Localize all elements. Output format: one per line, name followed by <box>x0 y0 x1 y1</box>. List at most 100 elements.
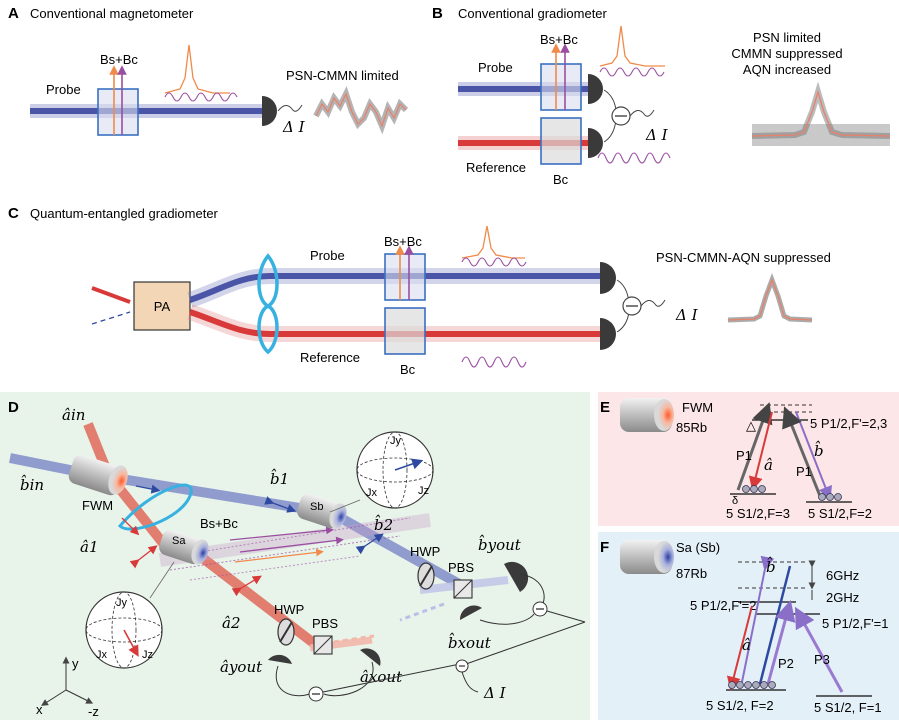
signal-trace-a <box>315 92 407 128</box>
noise-spectrum-b-probe <box>599 67 665 77</box>
reference-label-c: Reference <box>300 350 360 365</box>
signal-trace-c <box>727 278 813 321</box>
panel-a-title: Conventional magnetometer <box>30 6 194 21</box>
delta-label-e: △ <box>746 418 756 433</box>
result-line-b-1: PSN limited <box>753 30 821 45</box>
panel-d-background <box>0 392 590 720</box>
panel-c-letter: C <box>8 205 19 222</box>
ground-right-label-f: 5 S1/2, F=1 <box>814 700 882 715</box>
sa-label: Sa <box>172 535 186 547</box>
sb-label: Sb <box>310 501 323 513</box>
cell-box-c-probe <box>384 253 426 301</box>
panel-c: C Quantum-entangled gradiometer PA Probe… <box>8 205 831 377</box>
axis-z-label: -z <box>88 704 99 719</box>
jy-label-b: Jy <box>390 435 402 447</box>
isotope-label-e: 85Rb <box>676 420 707 435</box>
bx-out-label: b̂xout <box>448 633 492 652</box>
probe-label-b: Probe <box>478 60 513 75</box>
signal-spectrum-b <box>599 25 665 67</box>
probe-beam-c <box>189 273 600 303</box>
detector-c-probe <box>600 262 616 294</box>
p3-arrow-f <box>794 606 844 693</box>
a2-label: â2 <box>222 614 241 632</box>
probe-label-a: Probe <box>46 82 81 97</box>
pump-arrow-e-left <box>736 402 773 491</box>
p1-left-label-e: P1 <box>736 448 752 463</box>
sa-cell-face <box>191 539 209 565</box>
detector-ax <box>360 648 381 666</box>
ground-right-label-e: 5 S1/2,F=2 <box>808 506 872 521</box>
b-hat-arrow-f <box>741 555 775 683</box>
panel-b-letter: B <box>432 5 443 22</box>
pa-box <box>133 281 191 331</box>
p1-right-label-e: P1 <box>796 464 812 479</box>
a1-label: â1 <box>80 538 99 556</box>
hwp-b <box>417 562 435 590</box>
ax-out-label: âxout <box>360 668 403 686</box>
ghz6-label: 6GHz <box>826 568 859 583</box>
b2-beam <box>327 507 473 595</box>
field-label-d: Bs+Bc <box>200 516 238 531</box>
probe-beam-b <box>458 86 588 92</box>
bloch-sphere-b <box>356 431 434 509</box>
pump-input-beam-c <box>91 286 131 304</box>
field-label-a: Bs+Bc <box>100 52 138 67</box>
delta-small-label-e: δ <box>732 495 738 507</box>
wire-d-7 <box>465 621 586 665</box>
ground-left-label-f: 5 S1/2, F=2 <box>706 698 774 713</box>
fwm-cell-face <box>108 465 128 495</box>
detector-ay <box>268 654 292 664</box>
delta-i-label-a: Δ I <box>282 118 306 136</box>
delta-i-label-d: Δ I <box>483 684 507 702</box>
subtractor-wire-c <box>640 299 666 307</box>
field-arrow-d-2 <box>239 536 344 553</box>
a-hat-arrow-f <box>726 605 753 691</box>
a2-beam <box>196 552 324 652</box>
b-hat-label-e: b̂ <box>814 441 824 460</box>
detector-b-reference <box>588 128 603 158</box>
a-hat-label-e: â <box>764 456 773 474</box>
entanglement-loop-c <box>257 253 279 355</box>
ghz2-label: 2GHz <box>826 590 859 605</box>
bloch-leader-b <box>329 499 361 513</box>
panel-e: E FWM 85Rb △ 5 P1/2,F'=2,3 P1 â b̂ P1 δ … <box>598 392 899 526</box>
a1-direction-arrow <box>121 517 140 536</box>
wire-d-out <box>461 671 479 693</box>
b2-polarization-arrow <box>355 533 384 555</box>
detector-c-reference <box>600 318 616 350</box>
atom-population-f <box>728 681 776 689</box>
excited-right-label-f: 5 P1/2,F'=1 <box>822 616 888 631</box>
panel-c-title: Quantum-entangled gradiometer <box>30 206 219 221</box>
reference-beam-c <box>189 309 600 337</box>
bloch-leader-a <box>149 561 175 599</box>
reference-beam-b <box>458 140 588 146</box>
detector-bx <box>459 605 482 620</box>
ay-out-label: âyout <box>220 658 263 676</box>
panel-b-title: Conventional gradiometer <box>458 6 608 21</box>
field-arrow-d-1 <box>229 526 334 541</box>
seed-input-beam-c <box>91 311 131 325</box>
panel-d-letter: D <box>8 399 19 416</box>
field-label-b: Bs+Bc <box>540 32 578 47</box>
pbs-a <box>313 635 333 655</box>
panel-d: D âin b̂in FWM Bs+Bc Sa Sb b̂1 <box>0 392 590 720</box>
a-hat-label-f: â <box>742 636 751 654</box>
ax-out-dashed <box>333 634 375 644</box>
jz-label-a: Jz <box>142 649 153 661</box>
signal-spectrum-a <box>164 44 230 94</box>
p2-label-f: P2 <box>778 656 794 671</box>
a2-polarization-arrow <box>231 575 262 597</box>
p3-label-f: P3 <box>814 652 830 667</box>
panel-e-letter: E <box>600 399 610 416</box>
wire-d-5 <box>322 663 461 693</box>
b2-label: b̂2 <box>374 515 393 534</box>
panel-a: A Conventional magnetometer Probe Bs+Bc … <box>8 5 409 136</box>
panel-f: F Sa (Sb) 87Rb 6GHz 2GHz 5 P1/2,F'=2 5 P… <box>598 532 899 720</box>
cell-box-a <box>97 88 139 136</box>
isotope-label-f: 87Rb <box>676 566 707 581</box>
pa-label: PA <box>154 299 171 314</box>
panel-f-letter: F <box>600 539 609 556</box>
wire-c-2 <box>616 311 630 333</box>
detector-by <box>504 561 529 592</box>
coordinate-axes <box>41 656 94 706</box>
